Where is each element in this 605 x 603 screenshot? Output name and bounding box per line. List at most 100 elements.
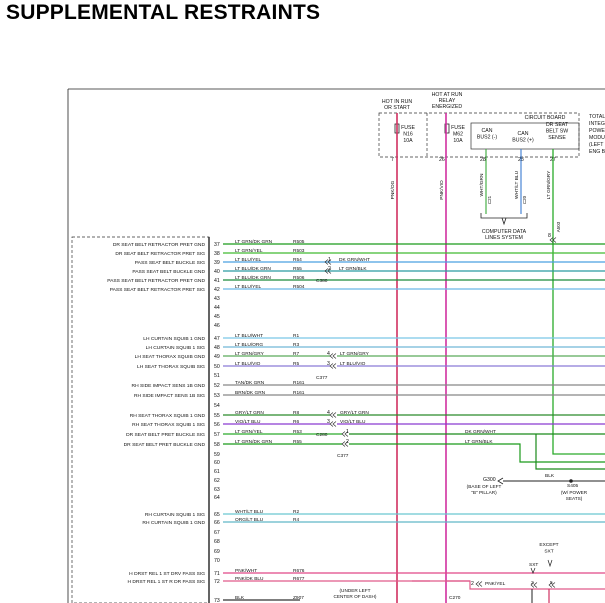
row-label: DR SEAT BELT PRET BUCKLE GND bbox=[124, 442, 206, 448]
pin-number: 46 bbox=[214, 323, 220, 329]
row-label: RH SEAT THORAX SQUIB 1 GND bbox=[130, 413, 206, 419]
row-label: H DRST REL 1 ST DRV PASS SIG bbox=[129, 571, 205, 577]
row-circuit-code: R505 bbox=[293, 239, 305, 245]
splice-c377b-wire: DK GRN/WHT bbox=[465, 429, 496, 435]
splice-s405-dot bbox=[569, 479, 573, 483]
fuse-m62-label: M62 bbox=[453, 132, 463, 138]
can-plus-label: CAN bbox=[518, 131, 529, 137]
pin-8-label: 8 bbox=[548, 233, 551, 239]
row-circuit-code: Z907 bbox=[293, 595, 304, 601]
ground-wire-color: BLK bbox=[545, 473, 555, 479]
row-label: PASS SEAT BELT RETRACTOR PRET GND bbox=[107, 278, 205, 284]
wire-ltgrn-gry-label: LT GRN/GRY bbox=[546, 170, 552, 200]
wire-code-c20: C20 bbox=[522, 195, 527, 204]
row-circuit-code: R55 bbox=[293, 439, 302, 445]
hot-at-run-label: ENERGIZED bbox=[432, 104, 463, 110]
splice-c377-label: C377 bbox=[316, 375, 328, 381]
splice-c377-pin: 3 bbox=[327, 361, 330, 367]
fuse-n16-label: 10A bbox=[403, 138, 413, 144]
splice-c377b-pin: 1 bbox=[346, 429, 349, 435]
row-circuit-code: R3 bbox=[293, 342, 299, 348]
row-wire-color: LT BLU/WHT bbox=[235, 333, 263, 339]
row-wire-color: LT BLU/VIO bbox=[235, 361, 261, 367]
pin-number: 63 bbox=[214, 487, 220, 493]
row-circuit-code: R1 bbox=[293, 333, 299, 339]
seat-sense-label: SENSE bbox=[548, 135, 566, 141]
pin-number: 59 bbox=[214, 452, 220, 458]
splice-c380-bottom bbox=[324, 268, 329, 274]
pin-number: 55 bbox=[214, 413, 220, 419]
circuit-board-outline bbox=[470, 122, 580, 150]
splice-c377-pin: 4 bbox=[327, 351, 330, 357]
computer-data-label: LINES SYSTEM bbox=[485, 235, 523, 241]
except-connector bbox=[551, 582, 556, 588]
wire-code-c21: C21 bbox=[487, 195, 492, 204]
row-circuit-code: R5 bbox=[293, 361, 299, 367]
header-pin-number: 28 bbox=[480, 157, 486, 163]
splice-c377-top bbox=[332, 353, 337, 359]
splice-c377b-b bbox=[341, 441, 346, 447]
row-wire-color: LT GRN/DK GRN bbox=[235, 239, 273, 245]
row-label: H DRST REL 1 ST R DR PASS SIG bbox=[127, 579, 205, 585]
pin-number: 42 bbox=[214, 287, 220, 293]
row-wire-color: LT GRN/YEL bbox=[235, 248, 263, 254]
splice-c280-top bbox=[332, 412, 337, 418]
row-wire-color: LT GRN/YEL bbox=[235, 429, 263, 435]
row-circuit-code: R7 bbox=[293, 351, 299, 357]
ground-base-label: "B" PILLAR) bbox=[471, 490, 497, 495]
pin-number: 71 bbox=[214, 571, 220, 577]
splice-c377-wire: LT BLU/VIO bbox=[340, 361, 366, 367]
splice-c377b-pin: 2 bbox=[346, 439, 349, 445]
pin-number: 38 bbox=[214, 251, 220, 257]
pin-8-connector bbox=[549, 237, 554, 243]
page-title: SUPPLEMENTAL RESTRAINTS bbox=[6, 1, 321, 24]
row-wire-color: PNK/WHT bbox=[235, 568, 257, 574]
except-connector bbox=[548, 582, 553, 588]
splice-c280-label: C280 bbox=[316, 432, 328, 438]
except-sxt-label: SXT bbox=[544, 549, 553, 555]
pin-number: 70 bbox=[214, 558, 220, 564]
pin-number: 56 bbox=[214, 422, 220, 428]
splice-c270 bbox=[478, 581, 483, 587]
can-minus-label: BUS2 (-) bbox=[477, 135, 497, 141]
row-label: PASS SEAT BELT RETRACTOR PRET SIG bbox=[110, 287, 205, 293]
row-wire-color: LT GRN/GRY bbox=[235, 351, 265, 357]
row-circuit-code: R676 bbox=[293, 568, 305, 574]
pin-number: 66 bbox=[214, 520, 220, 526]
can-minus-label: CAN bbox=[482, 128, 493, 134]
pin-number: 43 bbox=[214, 296, 220, 302]
hot-in-run-label: OR START bbox=[384, 105, 411, 111]
fuse-m62-label: FUSE bbox=[451, 125, 465, 131]
wire-ltgrn-gry-end bbox=[552, 450, 605, 455]
pin-number: 60 bbox=[214, 460, 220, 466]
row-label: DR SEAT BELT PRET BUCKLE SIG bbox=[126, 432, 205, 438]
splice-c377b-b bbox=[344, 441, 349, 447]
pin-number: 40 bbox=[214, 269, 220, 275]
under-dash-label: (UNDER LEFT bbox=[340, 588, 371, 593]
splice-c280-bottom bbox=[329, 421, 334, 427]
splice-c280-wire: VIO/LT BLU bbox=[340, 419, 366, 425]
wire-pnk-og-label: PNK/OG bbox=[390, 180, 396, 199]
row-wire-color: LT BLU/DK GRN bbox=[235, 275, 271, 281]
pin-number: 61 bbox=[214, 469, 220, 475]
row-wire-color: TAN/DK GRN bbox=[235, 380, 265, 386]
computer-data-arrow bbox=[501, 217, 507, 226]
row-circuit-code: R677 bbox=[293, 576, 305, 582]
row-wire-color: LT BLU/ORG bbox=[235, 342, 263, 348]
splice-c280-wire: GRY/LT GRN bbox=[340, 410, 369, 416]
row-wire-color: VIO/LT BLU bbox=[235, 419, 261, 425]
ground-base-label: (BASE OF LEFT bbox=[467, 484, 502, 489]
row-circuit-code: R4 bbox=[293, 517, 299, 523]
pin-number: 51 bbox=[214, 373, 220, 379]
sxt-connector bbox=[533, 582, 538, 588]
row-circuit-code: R8 bbox=[293, 410, 299, 416]
pin-number: 69 bbox=[214, 549, 220, 555]
splice-c377b-a bbox=[341, 431, 346, 437]
splice-c270-wire: PNK/YEL bbox=[485, 581, 506, 587]
fuse-m62-icon bbox=[444, 123, 450, 134]
module-name-label: ENG B bbox=[589, 149, 605, 155]
pin-number: 39 bbox=[214, 260, 220, 266]
row-label: LH CURTAIN SQUIB 1 GND bbox=[143, 336, 205, 342]
splice-c280-pin: 3 bbox=[327, 419, 330, 425]
